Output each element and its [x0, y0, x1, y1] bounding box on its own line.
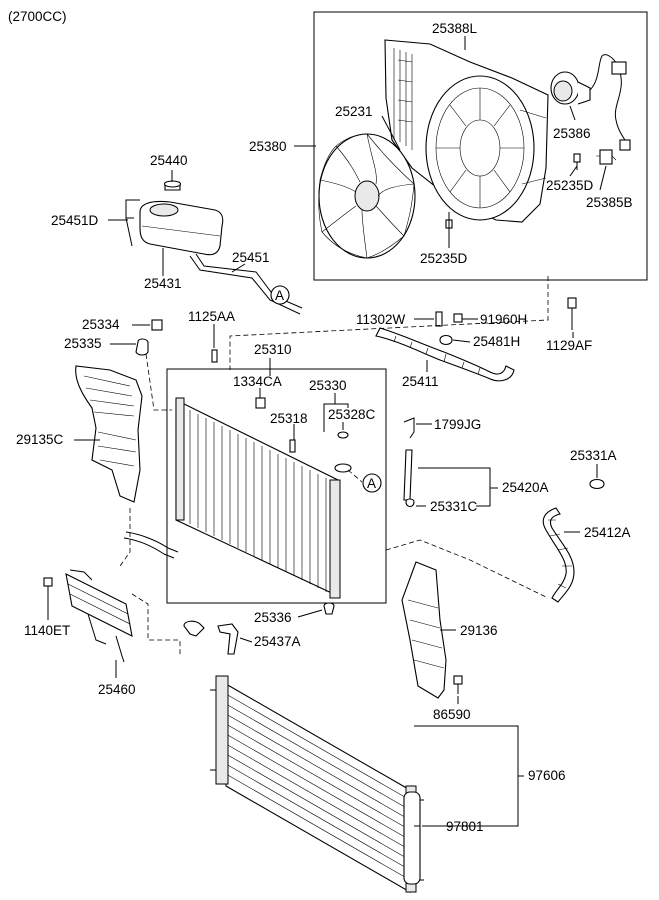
label-25331A[interactable]: 25331A: [570, 448, 617, 463]
leader-25336: [297, 609, 323, 618]
label-1799JG[interactable]: 1799JG: [434, 417, 481, 432]
label-25431[interactable]: 25431: [144, 276, 182, 291]
label-25437A[interactable]: 25437A: [254, 634, 301, 649]
label-25386[interactable]: 25386: [553, 126, 591, 141]
label-25331C[interactable]: 25331C: [430, 499, 478, 514]
upper-hose: [375, 327, 515, 382]
leader-25330: [323, 393, 349, 432]
receiver-drier: [403, 791, 421, 885]
callout-a-top: A: [275, 288, 284, 303]
label-25380[interactable]: 25380: [249, 139, 287, 154]
radiator-core: [175, 397, 341, 599]
label-25335[interactable]: 25335: [64, 336, 102, 351]
label-25231[interactable]: 25231: [335, 104, 373, 119]
condenser: [210, 675, 424, 893]
bracket-clip: [135, 319, 163, 356]
bolt-86590: [453, 675, 463, 694]
reservoir-cap: [163, 180, 182, 191]
label-25411[interactable]: 25411: [402, 374, 439, 389]
callout-a-top-circle: [270, 285, 290, 305]
radiator-cap: [334, 431, 352, 473]
callout-a-link: [347, 469, 363, 483]
fan-bolt-connector: [573, 149, 617, 170]
leader-25420A: [418, 467, 498, 507]
label-11302W[interactable]: 11302W: [356, 312, 406, 327]
leader-25451: [231, 263, 246, 273]
lower-hose: [542, 507, 575, 603]
oil-cooler-dash: [131, 593, 181, 656]
label-25328C[interactable]: 25328C: [328, 407, 376, 422]
bolt-1129AF: [567, 297, 577, 330]
bracket-dash: [145, 353, 172, 411]
bolt-1140ET: [43, 577, 53, 620]
reservoir-tank: [139, 200, 224, 256]
label-25460[interactable]: 25460: [98, 682, 136, 697]
leader-25231: [381, 115, 401, 151]
fan-to-radiator-dash: [229, 276, 549, 370]
reservoir-hose: [403, 417, 415, 508]
oil-cooler-line: [123, 531, 179, 559]
radiator-bracket: [255, 397, 266, 409]
lower-hose-dash: [385, 539, 549, 599]
label-25318[interactable]: 25318: [270, 411, 308, 426]
clip-25336: [323, 602, 335, 615]
oil-cooler: [65, 569, 133, 663]
fan-blade: [318, 133, 416, 259]
label-25440[interactable]: 25440: [150, 153, 188, 168]
radiator-drain: [289, 439, 296, 453]
air-guard-left: [75, 365, 143, 503]
shroud-bolt: [445, 212, 453, 240]
label-1140ET[interactable]: 1140ET: [24, 623, 70, 638]
hose-25437A: [183, 620, 239, 655]
leader-25235D-a: [569, 165, 578, 177]
label-91960H[interactable]: 91960H: [480, 312, 527, 327]
label-97801[interactable]: 97801: [446, 819, 484, 834]
leader-25437A: [239, 637, 253, 643]
label-25336[interactable]: 25336: [254, 610, 292, 625]
label-97606[interactable]: 97606: [528, 768, 566, 783]
engine-label: (2700CC): [8, 9, 67, 24]
label-25388L[interactable]: 25388L: [432, 21, 478, 36]
callout-a-right-circle: [362, 473, 382, 493]
leader-25385B: [599, 165, 607, 191]
label-25334[interactable]: 25334: [82, 317, 120, 332]
label-25451D[interactable]: 25451D: [51, 213, 99, 228]
label-25330[interactable]: 25330: [309, 378, 347, 393]
label-25412A[interactable]: 25412A: [584, 525, 631, 540]
label-1334CA[interactable]: 1334CA: [233, 374, 282, 389]
label-1129AF[interactable]: 1129AF: [546, 338, 592, 353]
radiator-box: [166, 368, 387, 604]
label-25481H[interactable]: 25481H: [473, 334, 520, 349]
label-29136[interactable]: 29136: [460, 623, 498, 638]
label-25310[interactable]: 25310: [254, 342, 292, 357]
fan-shroud: [384, 39, 549, 223]
hose-clamps: [435, 311, 463, 346]
air-guard-right: [401, 561, 447, 699]
hose-clamp-25331A: [589, 478, 605, 490]
leader-97606: [414, 725, 524, 827]
label-1125AA[interactable]: 1125AA: [188, 309, 235, 324]
radiator-bolt: [211, 349, 218, 363]
label-25385B[interactable]: 25385B: [586, 195, 633, 210]
label-25235D-b[interactable]: 25235D: [420, 251, 468, 266]
label-29135C[interactable]: 29135C: [16, 432, 64, 447]
label-25451[interactable]: 25451: [232, 250, 270, 265]
leader-25386: [569, 105, 576, 121]
oil-line-dash: [119, 508, 131, 567]
label-25420A[interactable]: 25420A: [502, 480, 549, 495]
leader-25481H: [452, 339, 471, 343]
label-25235D-a[interactable]: 25235D: [546, 178, 594, 193]
callout-a-right: A: [367, 476, 376, 491]
fan-motor: [550, 54, 631, 151]
label-86590[interactable]: 86590: [433, 707, 471, 722]
